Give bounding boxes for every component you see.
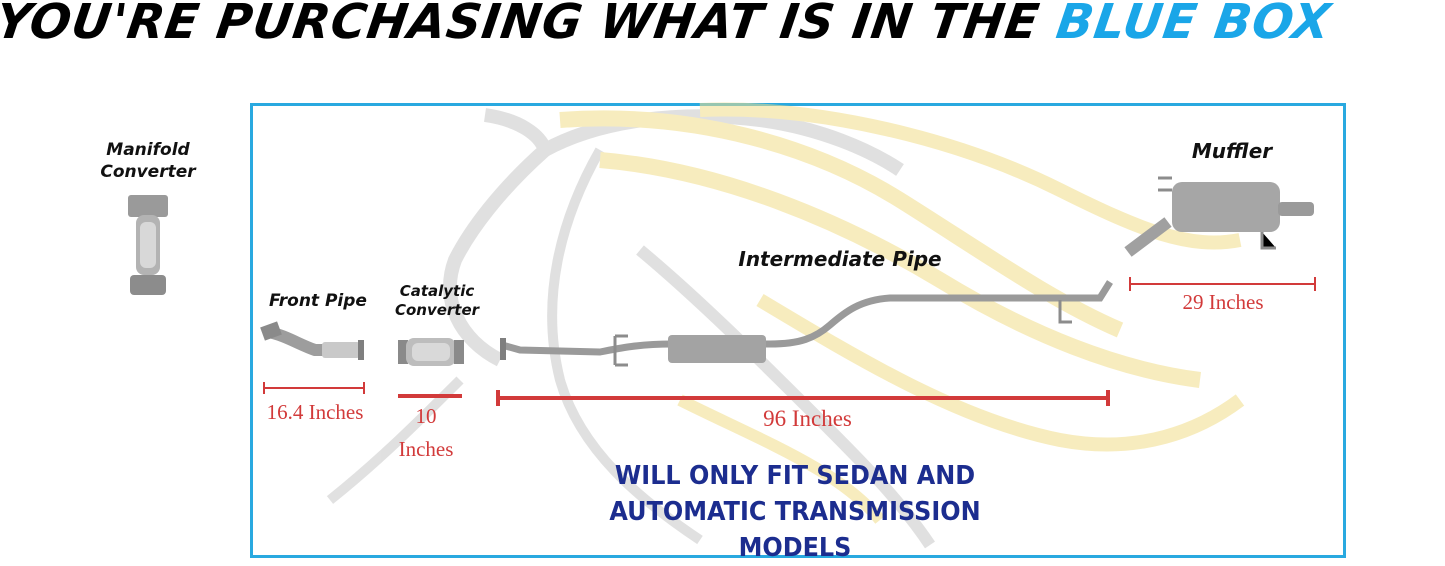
manifold-converter-label: Manifold Converter (88, 139, 208, 183)
catalytic-measure-line2: Inches (398, 437, 454, 461)
catalytic-measure-line1: 10 (415, 404, 437, 428)
front-pipe-label: Front Pipe (269, 291, 367, 311)
front-pipe-measure: 16.4 Inches (266, 400, 364, 424)
front-pipe-icon (260, 321, 364, 360)
horse-watermark-icon (326, 102, 1245, 549)
muffler-measure-line (1129, 277, 1316, 291)
blue-box-frame (250, 103, 1346, 558)
fitment-notice: WILL ONLY FIT SEDAN AND AUTOMATIC TRANSM… (560, 458, 1029, 566)
measure-lines (263, 277, 1316, 406)
manifold-label-line2: Converter (100, 162, 196, 182)
muffler-icon (1124, 176, 1314, 257)
muffler-label: Muffler (1191, 139, 1273, 163)
intermediate-measure-line (496, 390, 1110, 406)
front-pipe-measure-line (263, 382, 365, 394)
manifold-converter-icon (128, 195, 168, 295)
muffler-measure: 29 Inches (1182, 290, 1264, 314)
intermediate-pipe-measure: 96 Inches (763, 406, 852, 431)
manifold-label-line1: Manifold (106, 140, 190, 160)
notice-line1: WILL ONLY FIT SEDAN AND (614, 461, 976, 491)
catalytic-label-line1: Catalytic (399, 282, 475, 300)
catalytic-converter-icon (398, 338, 464, 366)
intermediate-pipe-icon (500, 280, 1113, 367)
catalytic-converter-label: Catalytic Converter (382, 282, 492, 320)
notice-line2: AUTOMATIC TRANSMISSION MODELS (609, 497, 981, 563)
catalytic-label-line2: Converter (394, 301, 480, 319)
intermediate-pipe-label: Intermediate Pipe (738, 247, 942, 271)
